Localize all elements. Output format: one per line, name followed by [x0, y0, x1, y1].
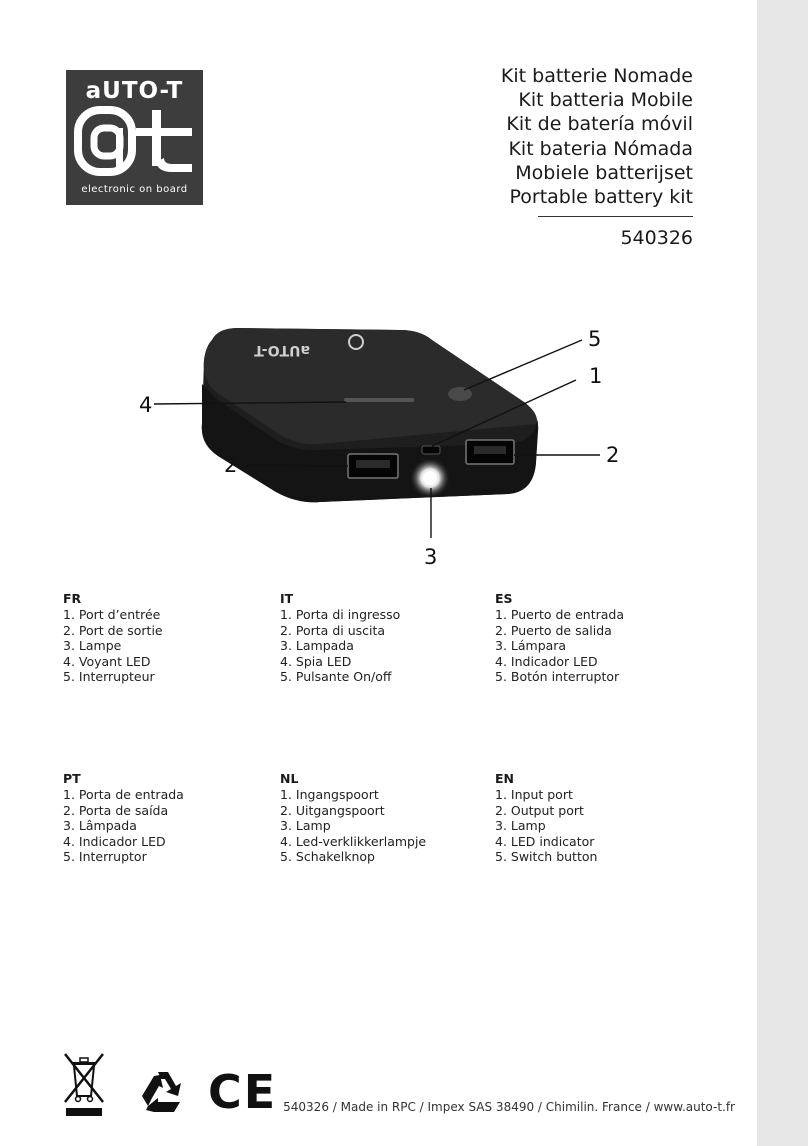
legend-item: 3. Lamp — [280, 818, 331, 834]
legend-item: 2. Port de sortie — [63, 622, 163, 638]
led-indicator — [344, 398, 414, 402]
side-band — [757, 0, 808, 1146]
legend-en: EN 1. Input port 2. Output port 3. Lamp … — [495, 771, 695, 865]
product-titles: Kit batterie Nomade Kit batteria Mobile … — [501, 64, 693, 209]
legend-code: NL — [280, 771, 299, 786]
title-pt: Kit bateria Nómada — [508, 137, 693, 160]
device-logo-circle — [348, 334, 364, 350]
ce-mark-icon: CE — [208, 1065, 277, 1119]
reference-number: 540326 — [620, 227, 693, 249]
legend-item: 1. Input port — [495, 787, 573, 802]
legend-item: 5. Schakelknop — [280, 849, 375, 865]
legend-item: 1. Port d’entrée — [63, 607, 161, 622]
callout-line-5 — [463, 339, 583, 391]
callout-2-right: 2 — [606, 443, 620, 467]
title-fr: Kit batterie Nomade — [500, 65, 693, 87]
legend-item: 4. Voyant LED — [63, 653, 151, 669]
callout-line-2-left — [243, 464, 349, 467]
switch-button — [448, 387, 472, 401]
logo-brand-text: aUTO-T — [85, 78, 184, 104]
legend-es: ES 1. Puerto de entrada 2. Puerto de sal… — [495, 591, 695, 685]
title-divider — [538, 216, 693, 217]
legend-item: 1. Ingangspoort — [280, 787, 379, 802]
legend-item: 2. Puerto de salida — [495, 622, 612, 638]
legend-item: 5. Pulsante On/off — [280, 669, 392, 685]
legend-code: ES — [495, 591, 513, 606]
callout-line-4 — [153, 401, 347, 405]
input-port — [421, 445, 441, 455]
power-bank-illustration: aUTO-T — [153, 328, 600, 538]
footer-imprint: 540326 / Made in RPC / Impex SAS 38490 /… — [283, 1100, 735, 1114]
weee-crossed-bin-icon — [64, 1053, 104, 1116]
legend-item: 2. Porta di uscita — [280, 622, 386, 638]
title-nl: Mobiele batterijset — [515, 161, 693, 184]
title-es: Kit de batería móvil — [506, 113, 693, 136]
callout-2-left: 2 — [224, 453, 238, 477]
legend-item: 2. Porta de saída — [63, 802, 169, 818]
legend-item: 4. Led-verklikkerlampje — [280, 833, 427, 849]
logo-tagline: electronic on board — [81, 184, 188, 195]
legend-code: IT — [280, 591, 294, 606]
legend-item: 3. Lâmpada — [63, 818, 137, 834]
callout-5: 5 — [588, 327, 602, 351]
legend-item: 5. Botón interruptor — [495, 669, 620, 685]
legend-item: 2. Output port — [495, 802, 584, 818]
compliance-icons: CE — [64, 1053, 277, 1119]
legend-it: IT 1. Porta di ingresso 2. Porta di usci… — [280, 591, 480, 685]
logo-at-mark — [74, 106, 192, 176]
legend-item: 3. Lámpara — [495, 638, 567, 654]
legend-item: 3. Lamp — [495, 818, 546, 834]
legend-code: PT — [63, 771, 81, 786]
legend-item: 5. Interrupteur — [63, 669, 155, 685]
callout-line-1 — [431, 379, 577, 447]
title-en: Portable battery kit — [509, 186, 694, 209]
legend-item: 5. Switch button — [495, 849, 598, 865]
legend-code: EN — [495, 771, 515, 786]
callout-3: 3 — [424, 545, 438, 569]
legend-item: 3. Lampada — [280, 638, 354, 654]
legend-item: 4. LED indicator — [495, 833, 595, 849]
legend-item: 3. Lampe — [63, 638, 122, 654]
legend-pt: PT 1. Porta de entrada 2. Porta de saída… — [63, 771, 263, 865]
recycle-icon — [142, 1072, 181, 1112]
brand-logo: aUTO-T electronic on board — [66, 70, 203, 205]
callout-1: 1 — [589, 364, 603, 388]
callout-4: 4 — [139, 393, 153, 417]
legend-item: 1. Puerto de entrada — [495, 607, 624, 622]
lamp — [423, 471, 437, 485]
legend-code: FR — [63, 591, 82, 606]
legend-item: 4. Indicador LED — [495, 653, 598, 669]
legend-fr: FR 1. Port d’entrée 2. Port de sortie 3.… — [63, 591, 263, 685]
legend-item: 1. Porta de entrada — [63, 787, 184, 802]
legend-nl: NL 1. Ingangspoort 2. Uitgangspoort 3. L… — [280, 771, 480, 865]
legend-item: 2. Uitgangspoort — [280, 802, 385, 818]
legend-item: 4. Spia LED — [280, 653, 352, 669]
legend-item: 4. Indicador LED — [63, 833, 166, 849]
legend-item: 1. Porta di ingresso — [280, 607, 401, 622]
legend-item: 5. Interruptor — [63, 849, 147, 865]
device-brand-label: aUTO-T — [254, 342, 310, 358]
title-it: Kit batteria Mobile — [518, 89, 693, 112]
